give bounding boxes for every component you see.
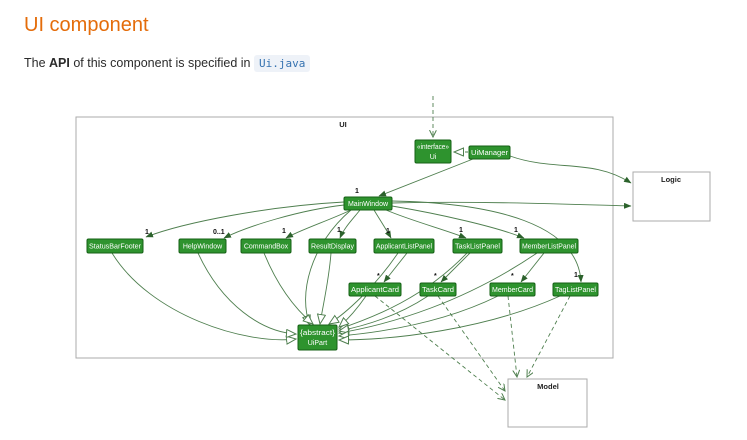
multiplicity-label: *: [377, 273, 380, 280]
container-model: Model: [507, 378, 588, 428]
node-membercard: MemberCard: [489, 282, 536, 297]
intro-api-bold: API: [49, 56, 70, 70]
edge-mainwindow-to-memberlistpanel: [391, 205, 525, 239]
multiplicity-label: *: [434, 273, 437, 280]
node-helpwindow: HelpWindow: [178, 238, 227, 254]
multiplicity-label: 1: [282, 228, 286, 235]
multiplicity-label: 1: [514, 227, 518, 234]
code-link-ui-java[interactable]: Ui.java: [253, 55, 311, 72]
multiplicity-label: 1: [386, 228, 390, 235]
edge-mainwindow-to-helpwindow: [223, 204, 345, 239]
intro-paragraph: The API of this component is specified i…: [24, 55, 311, 72]
svg-text:MemberListPanel: MemberListPanel: [522, 244, 576, 251]
multiplicity-label: *: [511, 273, 514, 280]
svg-text:TagListPanel: TagListPanel: [555, 287, 596, 294]
svg-text:CommandBox: CommandBox: [244, 244, 289, 251]
edge-uimanager-to-mainwindow: [378, 158, 474, 197]
node-memberlistpanel: MemberListPanel: [519, 238, 579, 254]
node-applicantcard: ApplicantCard: [348, 282, 402, 297]
edge-taglistpanel-to-uipart: [339, 295, 561, 340]
multiplicity-label: 1: [337, 227, 341, 234]
node-taglistpanel: TagListPanel: [552, 282, 599, 297]
svg-text:ApplicantCard: ApplicantCard: [351, 287, 399, 294]
node-uipart: {abstract} UiPart: [297, 324, 338, 351]
edge-tasklistpanel-to-uipart: [339, 252, 468, 329]
edge-taglistpanel-to-model: [527, 295, 571, 377]
page-title: UI component: [24, 14, 149, 36]
multiplicity-label: 0..1: [213, 229, 225, 236]
edge-mainwindow-to-statusbarfooter: [145, 201, 345, 238]
diagram-edges: [111, 96, 632, 400]
node-tasklistpanel: TaskListPanel: [452, 238, 503, 254]
svg-text:MemberCard: MemberCard: [492, 287, 533, 294]
edge-helpwindow-to-uipart: [197, 252, 296, 334]
intro-post: of this component is specified in: [69, 56, 254, 70]
edge-membercard-to-uipart: [339, 295, 499, 336]
edge-memberlistpanel-to-uipart: [339, 252, 538, 333]
container-label-ui-package: UI: [339, 120, 347, 129]
edge-applicantlistpanel-to-applicantcard: [383, 252, 408, 283]
node-applicantlistpanel: ApplicantListPanel: [373, 238, 435, 254]
edge-uimanager-to-logic: [509, 155, 632, 184]
svg-text:StatusBarFooter: StatusBarFooter: [89, 244, 142, 251]
edge-applicantlistpanel-to-uipart: [329, 252, 399, 324]
node-commandbox: CommandBox: [240, 238, 292, 254]
container-label-model: Model: [537, 382, 559, 391]
svg-text:ApplicantListPanel: ApplicantListPanel: [376, 244, 432, 251]
edge-mainwindow-to-resultdisplay: [339, 209, 361, 239]
svg-text:TaskListPanel: TaskListPanel: [455, 244, 500, 251]
node-ui-interface: «interface» Ui: [414, 139, 452, 164]
node-mainwindow: MainWindow: [343, 196, 393, 211]
container-label-logic: Logic: [661, 175, 681, 184]
node-statusbarfooter: StatusBarFooter: [86, 238, 144, 254]
multiplicity-label: 1: [145, 229, 149, 236]
svg-text:«interface»: «interface»: [417, 144, 449, 151]
svg-text:TaskCard: TaskCard: [422, 287, 454, 294]
edge-commandbox-to-uipart: [263, 252, 313, 324]
multiplicity-label: 1: [574, 272, 578, 279]
svg-text:UiManager: UiManager: [471, 150, 509, 157]
edge-statusbarfooter-to-uipart: [111, 252, 296, 340]
edge-taskcard-to-model: [437, 295, 505, 391]
svg-text:Ui: Ui: [430, 154, 437, 161]
svg-text:MainWindow: MainWindow: [348, 201, 389, 208]
edge-mainwindow-to-commandbox: [285, 209, 352, 239]
svg-text:ResultDisplay: ResultDisplay: [311, 244, 354, 251]
edge-memberlistpanel-to-membercard: [520, 252, 545, 283]
node-resultdisplay: ResultDisplay: [308, 238, 357, 254]
node-uimanager: UiManager: [468, 145, 511, 160]
multiplicity-label: 1: [355, 188, 359, 195]
svg-text:HelpWindow: HelpWindow: [183, 244, 223, 251]
edge-mainwindow-to-applicantlistpanel: [373, 209, 392, 239]
diagram-nodes: «interface» Ui UiManagerMainWindowStatusBa…: [86, 139, 599, 351]
edge-resultdisplay-to-uipart: [320, 252, 332, 324]
svg-text:UiPart: UiPart: [308, 340, 328, 347]
container-logic: Logic: [632, 171, 711, 222]
diagram-multiplicity-labels: 1 1 0..1 1 1 1 1 1 1 * * *: [145, 188, 578, 280]
edge-mainwindow-to-tasklistpanel: [385, 209, 467, 239]
svg-text:{abstract}: {abstract}: [300, 330, 336, 337]
edge-tasklistpanel-to-taskcard: [440, 252, 471, 283]
node-taskcard: TaskCard: [419, 282, 457, 297]
edge-taskcard-to-uipart: [339, 295, 429, 331]
intro-pre: The: [24, 56, 50, 70]
multiplicity-label: 1: [459, 227, 463, 234]
edge-mainwindow-to-taglistpanel: [391, 200, 584, 283]
